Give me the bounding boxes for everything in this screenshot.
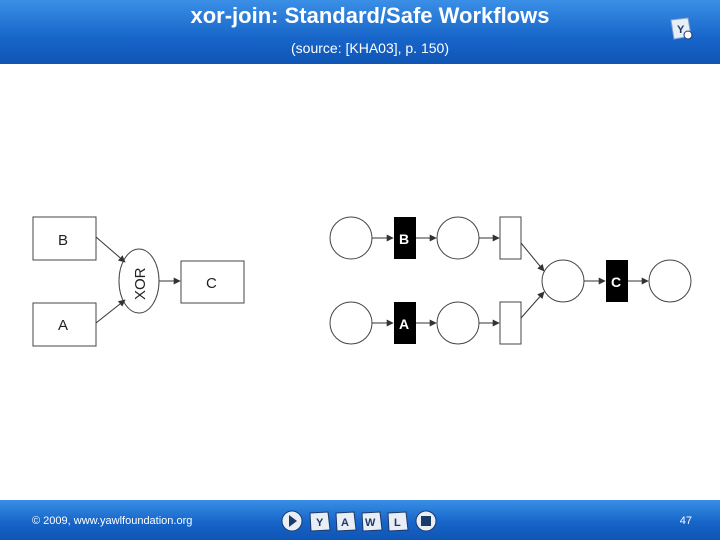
transition-b — [394, 217, 416, 259]
place-join — [541, 259, 585, 303]
arc-tau-b-to-join — [520, 242, 545, 272]
slide-subtitle: (source: [KHA03], p. 150) — [291, 40, 449, 56]
transition-a-label: A — [399, 316, 409, 332]
silent-transition-a — [499, 301, 522, 345]
transition-c-label: C — [611, 274, 621, 290]
arrow-b-to-xor — [95, 236, 126, 263]
nav-buttons: Y A W L — [281, 510, 437, 532]
xor-join-label: XOR — [132, 267, 149, 300]
yawl-logo-icon: Y — [670, 17, 693, 40]
place-a-in — [329, 301, 373, 345]
header-bar: xor-join: Standard/Safe Workflows (sourc… — [0, 0, 720, 64]
w-icon[interactable]: W — [361, 511, 383, 532]
task-a-box — [32, 302, 97, 347]
l-icon[interactable]: L — [387, 511, 409, 532]
arrow-a-to-xor — [95, 299, 126, 324]
play-icon[interactable] — [281, 510, 303, 532]
yawl-diagram: B A C XOR — [32, 216, 245, 347]
stop-icon[interactable] — [415, 510, 437, 532]
place-a-out — [436, 301, 480, 345]
task-c-box — [180, 260, 245, 304]
place-end — [648, 259, 692, 303]
svg-text:A: A — [341, 517, 349, 529]
task-c-label: C — [206, 275, 217, 292]
task-b-box — [32, 216, 97, 261]
svg-text:W: W — [365, 517, 376, 529]
copyright-text: © 2009, www.yawlfoundation.org — [32, 515, 193, 527]
transition-b-label: B — [399, 231, 409, 247]
transition-c — [606, 260, 628, 302]
arc-tau-a-to-join — [520, 291, 545, 319]
y-icon[interactable]: Y — [309, 511, 331, 532]
place-b-in — [329, 216, 373, 260]
task-b-label: B — [58, 232, 68, 249]
svg-text:Y: Y — [316, 517, 324, 529]
place-b-out — [436, 216, 480, 260]
page-number: 47 — [679, 515, 692, 527]
slide-title: xor-join: Standard/Safe Workflows — [190, 3, 550, 28]
a-icon[interactable]: A — [335, 511, 357, 532]
transition-a — [394, 302, 416, 344]
footer-bar: © 2009, www.yawlfoundation.org Y A W L 4… — [0, 500, 720, 540]
svg-text:Y: Y — [677, 24, 685, 36]
task-a-label: A — [58, 317, 68, 334]
petri-net-diagram: B A C — [329, 216, 692, 345]
silent-transition-b — [499, 216, 522, 260]
svg-text:L: L — [394, 517, 401, 529]
